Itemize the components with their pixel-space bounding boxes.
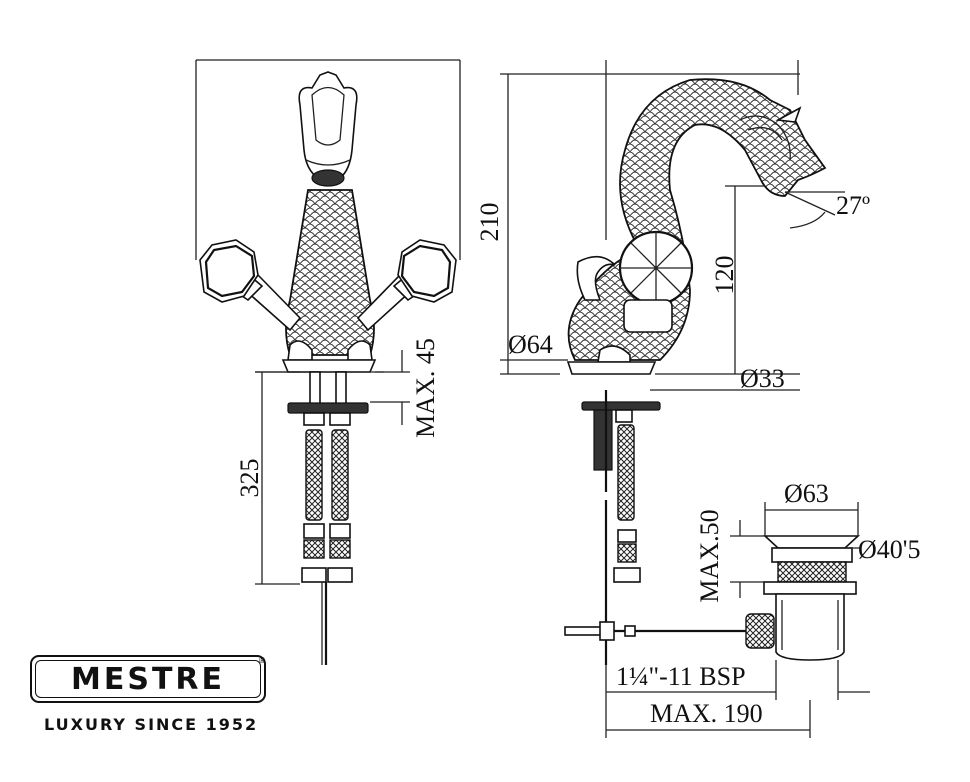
dim-d33: Ø33	[740, 364, 785, 393]
dim-120: 120	[710, 256, 739, 295]
dragon-head-front	[298, 71, 358, 179]
dim-d40-5: Ø40'5	[858, 535, 920, 564]
side-view: 210 Ø64 Ø33 120	[475, 60, 920, 738]
dim-thread-bsp: 1¼"-11 BSP	[616, 662, 746, 691]
left-handle-knob	[199, 239, 259, 303]
dim-max-50: MAX.50	[695, 509, 724, 602]
dim-d64: Ø64	[508, 330, 553, 359]
registered-mark: ®	[258, 656, 266, 665]
dragon-neck-front	[285, 189, 375, 356]
dim-210: 210	[475, 203, 504, 242]
flex-hose-side	[617, 424, 635, 521]
mounting-plate-side	[581, 401, 661, 411]
dim-325: 325	[235, 459, 264, 498]
flex-hose-left	[305, 429, 323, 521]
pop-up-waste	[745, 535, 861, 661]
base-side	[566, 361, 657, 375]
brand-tagline: LUXURY SINCE 1952	[44, 715, 259, 734]
dim-angle-27: 27º	[836, 191, 870, 220]
base-front	[281, 359, 377, 373]
mounting-plate-front	[287, 402, 369, 414]
dim-d63: Ø63	[784, 479, 829, 508]
front-view: 325 MAX. 45	[195, 59, 461, 665]
right-handle-knob	[397, 239, 457, 303]
brand-name: MESTRE	[35, 660, 261, 698]
brand-logo: MESTRE	[30, 655, 266, 703]
side-handle-knob	[618, 230, 694, 333]
dim-max-45: MAX. 45	[411, 338, 440, 438]
flex-hose-right	[331, 429, 349, 521]
dim-max-190: MAX. 190	[650, 699, 763, 728]
